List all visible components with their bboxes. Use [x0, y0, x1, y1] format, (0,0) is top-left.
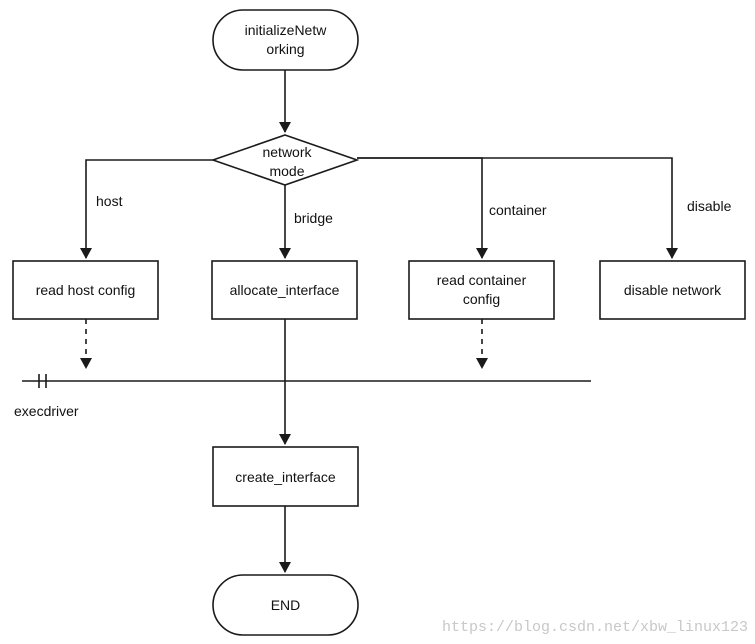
- start-node-label-line1: initializeNetw: [245, 22, 328, 38]
- network-mode-decision: [210, 134, 360, 186]
- watermark-text: https://blog.csdn.net/xbw_linux123: [442, 619, 748, 636]
- decision-label-line2: mode: [269, 163, 304, 179]
- start-node: [212, 9, 359, 71]
- edge-label-bridge: bridge: [294, 210, 333, 226]
- end-node-label: END: [271, 597, 301, 613]
- disable-network-label: disable network: [624, 282, 722, 298]
- disable-network-box: [599, 260, 746, 320]
- create-interface-box: [212, 446, 359, 507]
- read-container-config-box: [408, 260, 555, 320]
- allocate-interface-label: allocate_interface: [230, 282, 340, 298]
- decision-label-line1: network: [262, 144, 312, 160]
- allocate-interface-box: [211, 260, 358, 320]
- read-container-config-label-line2: config: [463, 291, 500, 307]
- edge-label-host: host: [96, 193, 123, 209]
- read-host-config-box: [12, 260, 159, 320]
- execdriver-label: execdriver: [14, 403, 79, 419]
- edge-label-container: container: [489, 202, 547, 218]
- read-host-config-label: read host config: [36, 282, 136, 298]
- arrow-decision-to-disable: [357, 157, 678, 259]
- end-node: [212, 574, 359, 636]
- edge-label-disable: disable: [687, 198, 732, 214]
- arrow-decision-to-host: [80, 159, 213, 259]
- read-container-config-label-line1: read container: [437, 272, 527, 288]
- start-node-label-line2: orking: [266, 41, 304, 57]
- arrow-decision-to-container: [357, 157, 488, 259]
- create-interface-label: create_interface: [235, 469, 336, 485]
